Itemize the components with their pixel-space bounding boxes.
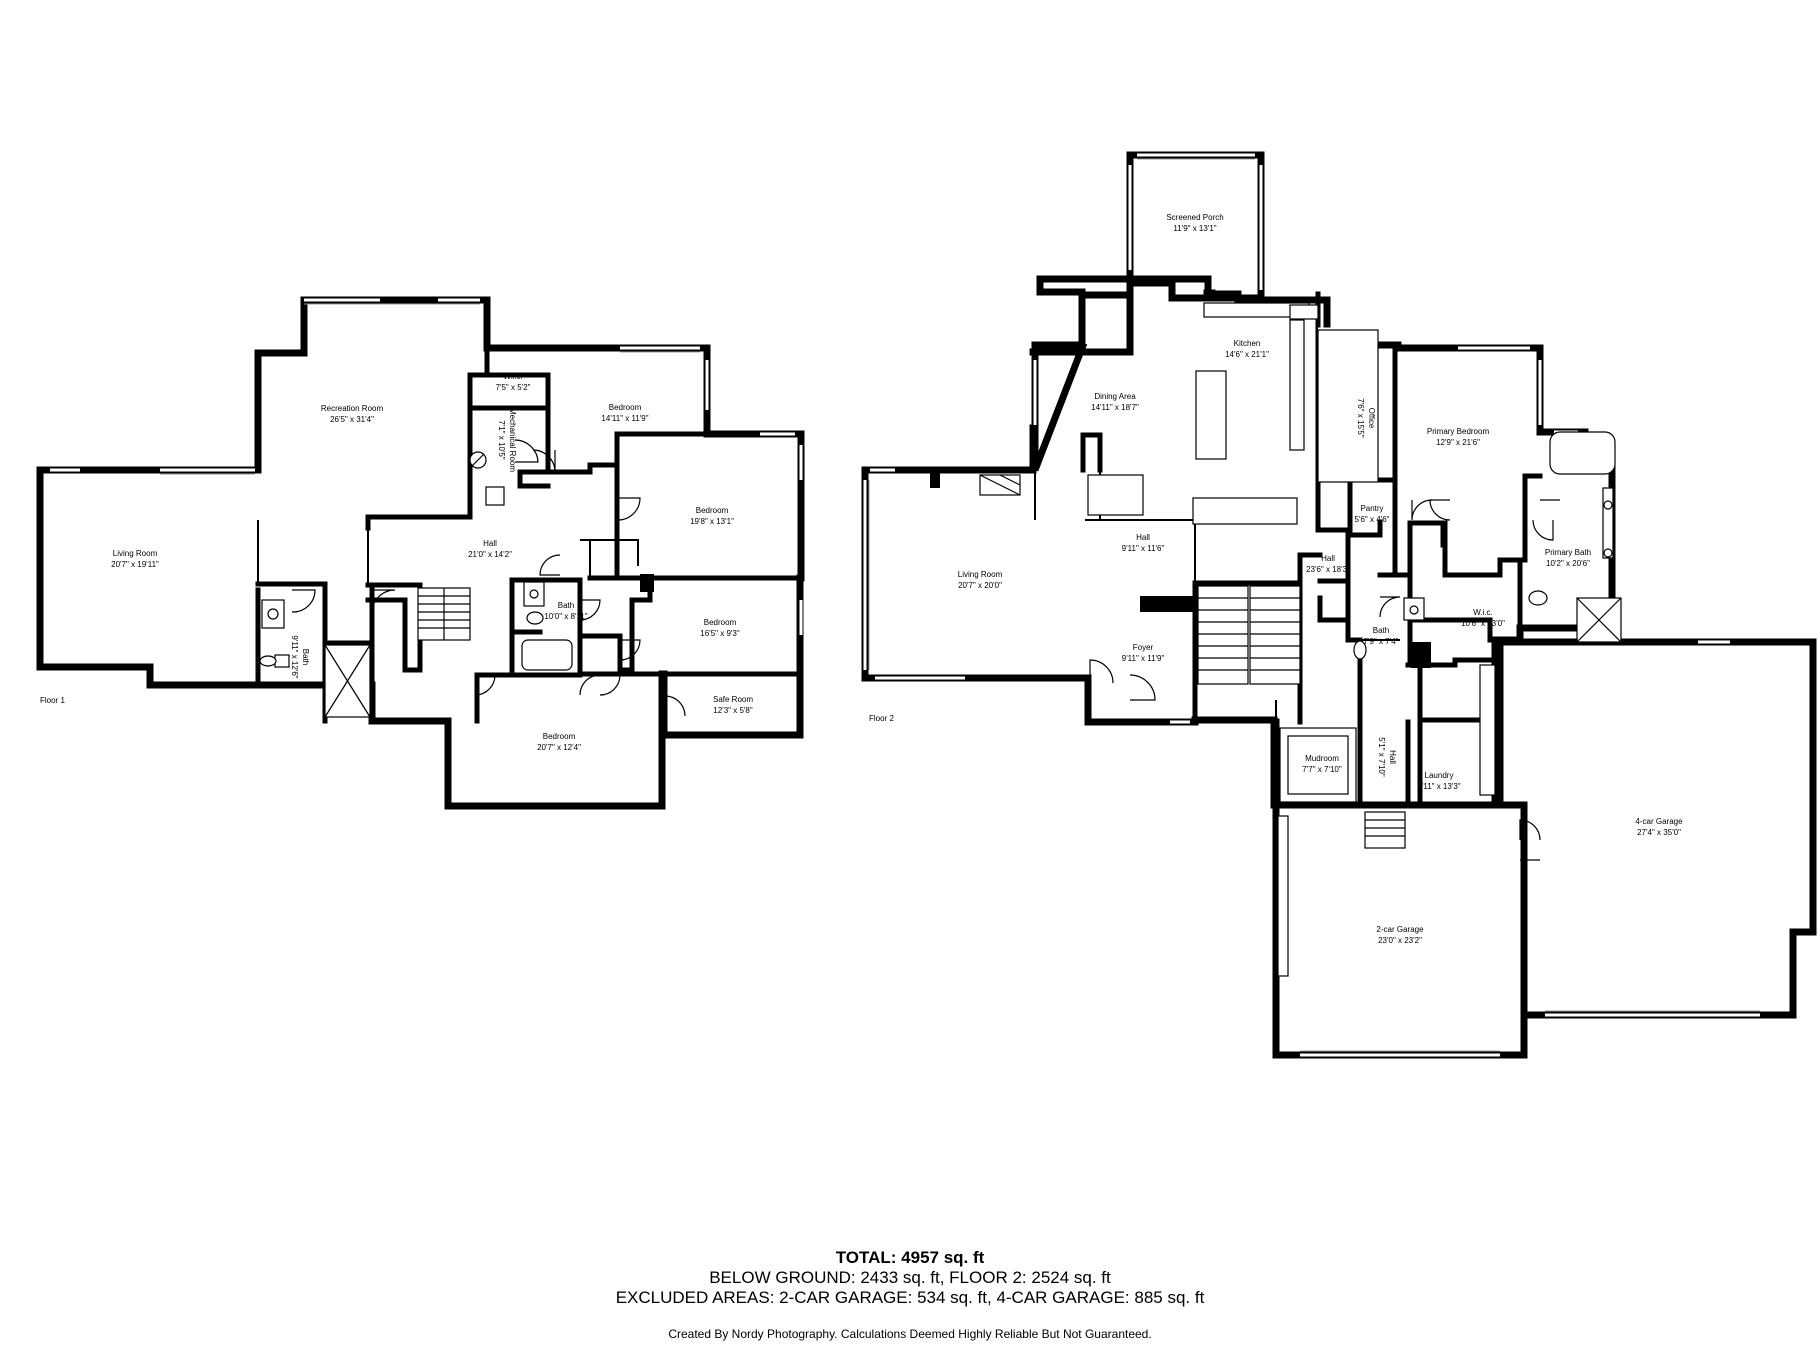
room-dimensions: 7'9" x 7'4" bbox=[1364, 637, 1399, 646]
room-dimensions: 9'11" x 12'6" bbox=[290, 635, 299, 678]
floor-1-windows bbox=[50, 298, 803, 635]
room-dimensions: 14'11" x 18'7" bbox=[1091, 403, 1139, 412]
room-dimensions: 9'11" x 11'6" bbox=[1122, 544, 1165, 553]
room-dimensions: 12'9" x 21'6" bbox=[1436, 438, 1480, 447]
room-name: Bedroom bbox=[543, 732, 576, 741]
room-name: Safe Room bbox=[713, 695, 753, 704]
room-dimensions: 16'5" x 9'3" bbox=[700, 629, 740, 638]
room-name: Mudroom bbox=[1305, 754, 1339, 763]
room-dimensions: 7'7" x 7'10" bbox=[1302, 765, 1342, 774]
room-dimensions: 11'9" x 13'1" bbox=[1173, 224, 1216, 233]
room-dimensions: 8'11" x 13'3" bbox=[1417, 782, 1460, 791]
room-name: Office bbox=[1367, 408, 1376, 429]
room-dimensions: 5'1" x 7'10" bbox=[1377, 737, 1386, 777]
room-dimensions: 9'11" x 11'9" bbox=[1122, 654, 1165, 663]
room-dimensions: 23'6" x 18'3" bbox=[1306, 565, 1350, 574]
room-name: Pantry bbox=[1360, 504, 1383, 513]
floor-2-main-outline bbox=[861, 275, 1134, 474]
room-name: W.i.c. bbox=[1473, 608, 1493, 617]
room-dimensions: 20'7" x 20'0" bbox=[958, 581, 1002, 590]
floor-2-plan: Floor 2 Screened Porch 11'9" x 13'1" Kit… bbox=[861, 151, 1817, 1059]
room-name: 4-car Garage bbox=[1635, 817, 1683, 826]
floor-1-room-labels: Recreation Room 26'5" x 31'4" W.i.c. 7'5… bbox=[111, 372, 753, 752]
floor-1-partition-lines bbox=[257, 375, 639, 585]
floor-1-label: Floor 1 bbox=[40, 696, 65, 705]
room-name: Bedroom bbox=[704, 618, 737, 627]
room-name: Bath bbox=[1373, 626, 1389, 635]
floor-1-doors bbox=[291, 439, 686, 717]
floor-2-house-wall bbox=[861, 275, 1616, 809]
credit-line: Created By Nordy Photography. Calculatio… bbox=[668, 1327, 1152, 1341]
room-dimensions: 7'6" x 15'5" bbox=[1356, 398, 1365, 438]
floor-1-stairs bbox=[417, 587, 471, 641]
room-name: Living Room bbox=[113, 549, 158, 558]
room-name: Recreation Room bbox=[321, 404, 384, 413]
room-name: Mechanical Room bbox=[508, 408, 517, 472]
floor-2-column bbox=[1411, 642, 1431, 668]
floor-1-fixtures bbox=[259, 451, 573, 718]
room-name: Bedroom bbox=[696, 506, 729, 515]
area-breakdown: BELOW GROUND: 2433 sq. ft, FLOOR 2: 2524… bbox=[709, 1268, 1111, 1287]
room-name: Primary Bath bbox=[1545, 548, 1591, 557]
room-dimensions: 20'7" x 19'11" bbox=[111, 560, 159, 569]
room-dimensions: 10'0" x 8'11" bbox=[544, 612, 587, 621]
room-dimensions: 21'0" x 14'2" bbox=[468, 550, 512, 559]
room-name: Bath bbox=[558, 601, 574, 610]
room-dimensions: 14'6" x 21'1" bbox=[1225, 350, 1269, 359]
room-name: Hall bbox=[483, 539, 497, 548]
room-name: Kitchen bbox=[1234, 339, 1261, 348]
floor-1-column bbox=[640, 574, 654, 592]
floor-2-fireplace bbox=[1140, 596, 1195, 612]
room-name: W.i.c. bbox=[503, 372, 523, 381]
room-dimensions: 10'2" x 20'6" bbox=[1546, 559, 1590, 568]
room-name: Dining Area bbox=[1094, 392, 1136, 401]
room-name: Hall bbox=[1388, 750, 1397, 764]
floor-2-fixtures bbox=[1087, 302, 1622, 977]
room-dimensions: 27'4" x 35'0" bbox=[1637, 828, 1681, 837]
room-name: Bedroom bbox=[609, 403, 642, 412]
excluded-areas: EXCLUDED AREAS: 2-CAR GARAGE: 534 sq. ft… bbox=[615, 1288, 1205, 1307]
floor-1-interior-walls bbox=[255, 345, 804, 738]
floor-1-plan: Floor 1 Recreation Room 26'5" x 31'4" W.… bbox=[36, 296, 805, 810]
floor-2-stairs bbox=[979, 474, 1406, 849]
room-name: Primary Bedroom bbox=[1427, 427, 1490, 436]
room-name: Laundry bbox=[1425, 771, 1454, 780]
room-dimensions: 20'7" x 12'4" bbox=[537, 743, 581, 752]
room-dimensions: 14'11" x 11'9" bbox=[601, 414, 648, 423]
floor-2-garage-wall bbox=[1272, 638, 1817, 1059]
room-dimensions: 19'8" x 13'1" bbox=[690, 517, 734, 526]
room-dimensions: 10'6" x 13'0" bbox=[1461, 619, 1505, 628]
room-name: Living Room bbox=[958, 570, 1003, 579]
room-name: Hall bbox=[1321, 554, 1335, 563]
room-dimensions: 12'3" x 5'8" bbox=[713, 706, 753, 715]
room-dimensions: 7'5" x 5'2" bbox=[496, 383, 531, 392]
room-name: Bath bbox=[301, 649, 310, 665]
room-name: 2-car Garage bbox=[1376, 925, 1424, 934]
floor-2-room-labels: Screened Porch 11'9" x 13'1" Kitchen 14'… bbox=[958, 213, 1683, 945]
floor-2-windows bbox=[863, 153, 1760, 1057]
room-name: Foyer bbox=[1133, 643, 1154, 652]
room-name: Screened Porch bbox=[1166, 213, 1223, 222]
floor-2-column bbox=[930, 470, 940, 488]
floor-2-doors bbox=[1089, 499, 1560, 861]
total-area: TOTAL: 4957 sq. ft bbox=[835, 1248, 985, 1267]
floor-2-label: Floor 2 bbox=[869, 714, 894, 723]
room-dimensions: 26'5" x 31'4" bbox=[330, 415, 374, 424]
room-dimensions: 7'1" x 10'5" bbox=[497, 420, 506, 460]
room-dimensions: 23'0" x 23'2" bbox=[1378, 936, 1422, 945]
room-name: Hall bbox=[1136, 533, 1150, 542]
room-dimensions: 5'6" x 4'6" bbox=[1355, 515, 1390, 524]
